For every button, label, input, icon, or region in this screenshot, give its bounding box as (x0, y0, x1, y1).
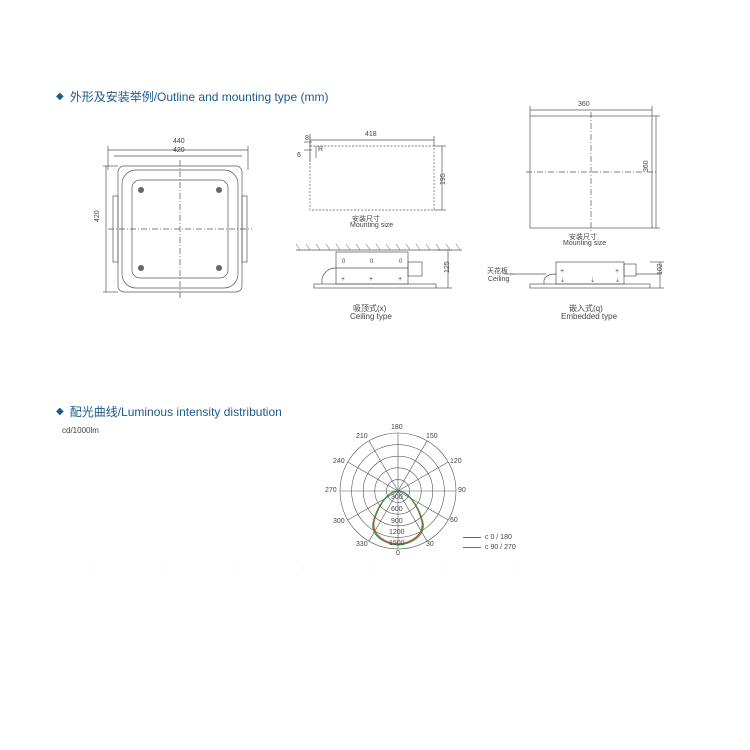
front-width-inner: 420 (173, 147, 185, 154)
mount-small-b: 6 (297, 152, 301, 159)
radial-300: 300 (391, 494, 403, 501)
embedded-label-cn: 嵌入式(q) (569, 304, 603, 313)
diamond-icon: ◆ (56, 91, 64, 102)
curve-c0-180 (373, 490, 423, 545)
svg-text:⇣: ⇣ (590, 277, 595, 284)
legend-label: c 90 / 270 (485, 543, 516, 551)
mount-view (304, 134, 446, 211)
svg-text:0: 0 (370, 259, 374, 265)
radial-1200: 1200 (389, 529, 405, 536)
ceiling-label-en: Ceiling type (350, 312, 392, 321)
mount-label-cn: 安装尺寸 (352, 216, 380, 223)
embed-mount-view (526, 106, 660, 232)
embed-height: 360 (643, 160, 650, 172)
embedded-label-en: Embedded type (561, 312, 618, 321)
outline-heading: ◆ 外形及安装举例/Outline and mounting type (mm) (56, 88, 328, 105)
outline-heading-text: 外形及安装举例/Outline and mounting type (mm) (69, 90, 329, 104)
legend-swatch (463, 546, 481, 548)
svg-text:0: 0 (399, 259, 403, 265)
svg-text:+: + (341, 276, 345, 283)
radial-1500: 1500 (389, 540, 405, 547)
mount-label-en: Mounting size (350, 222, 394, 229)
radial-900: 900 (391, 518, 403, 525)
polar-diagram (339, 432, 457, 550)
front-width-outer: 440 (173, 138, 185, 145)
angle-30: 30 (426, 541, 434, 548)
embed-mount-cn: 安装尺寸 (569, 234, 597, 241)
ceiling-markers: 0 0 0 + + + + + ⇣ ⇣ ⇣ (341, 259, 620, 284)
angle-150: 150 (426, 433, 438, 440)
svg-text:+: + (398, 276, 402, 283)
angle-330: 330 (356, 541, 368, 548)
angle-240: 240 (333, 458, 345, 465)
embed-ceiling-en: Ceiling (488, 276, 510, 283)
angle-90: 90 (458, 487, 466, 494)
embedded-view (504, 261, 664, 289)
mount-small-a: 8 (305, 135, 309, 142)
ceiling-view (295, 243, 462, 289)
front-view (103, 146, 252, 298)
mount-height: 195 (440, 173, 447, 185)
angle-300: 300 (333, 518, 345, 525)
angle-270: 270 (325, 487, 337, 494)
radial-600: 600 (391, 506, 403, 513)
polar-legend: c 0 / 180 c 90 / 270 (463, 532, 516, 552)
ceiling-label-cn: 吸顶式(x) (353, 304, 387, 313)
legend-label: c 0 / 180 (485, 533, 512, 541)
embed-mount-en: Mounting size (563, 240, 607, 247)
legend-item-c0: c 0 / 180 (463, 532, 516, 542)
luminous-heading-text: 配光曲线/Luminous intensity distribution (69, 405, 282, 419)
embed-depth: 102 (657, 263, 664, 275)
svg-text:⇣: ⇣ (560, 277, 565, 284)
polar-unit: cd/1000lm (62, 426, 99, 435)
embed-ceiling-cn: 天花板 (487, 268, 508, 275)
diamond-icon: ◆ (56, 406, 64, 417)
mount-width: 418 (365, 131, 377, 138)
angle-120: 120 (450, 458, 462, 465)
curve-c90-270 (372, 490, 424, 546)
legend-swatch (463, 536, 481, 538)
angle-180: 180 (391, 424, 403, 431)
svg-text:0: 0 (342, 259, 346, 265)
angle-0: 0 (396, 550, 400, 557)
angle-210: 210 (356, 433, 368, 440)
svg-text:+: + (615, 268, 619, 275)
angle-60: 60 (450, 517, 458, 524)
front-view-screws (138, 187, 222, 271)
mount-r: R (318, 146, 324, 153)
legend-item-c90: c 90 / 270 (463, 542, 516, 552)
svg-text:+: + (369, 276, 373, 283)
svg-text:+: + (560, 268, 564, 275)
ceiling-height: 125 (444, 261, 451, 273)
embed-width: 360 (578, 101, 590, 108)
luminous-heading: ◆ 配光曲线/Luminous intensity distribution (56, 403, 282, 420)
svg-text:⇣: ⇣ (615, 277, 620, 284)
front-height: 420 (94, 210, 101, 222)
